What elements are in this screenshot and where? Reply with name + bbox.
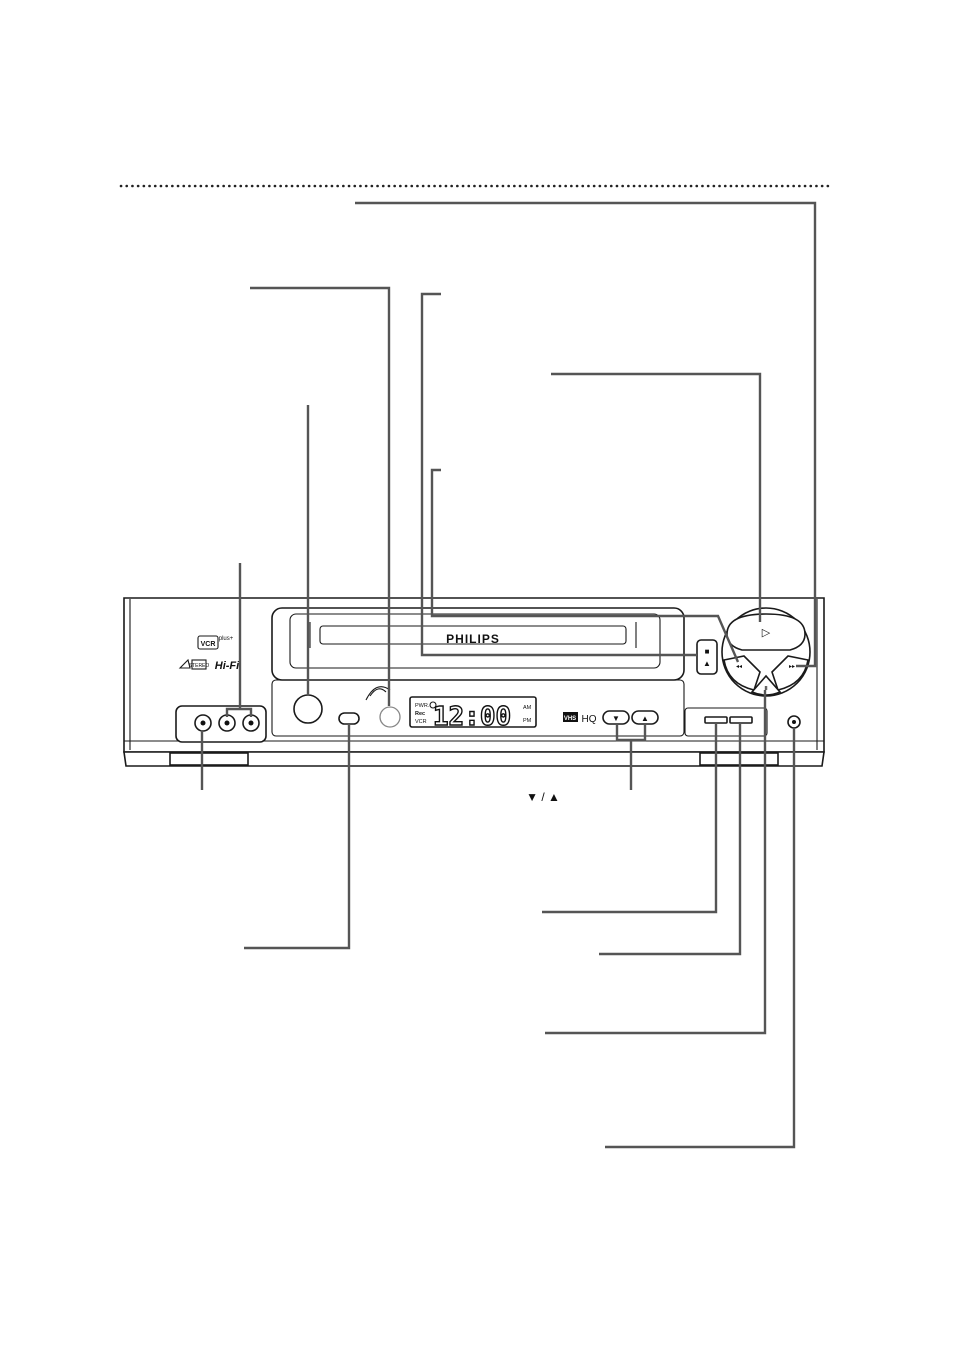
stop-symbol: ■ — [705, 647, 710, 656]
channel-arrows-label: ▼ / ▲ — [526, 790, 560, 804]
rewind-button[interactable] — [723, 655, 761, 691]
control-panel — [271, 679, 685, 737]
cassette-door[interactable] — [289, 613, 661, 669]
channel-down-symbol: ▼ — [612, 714, 620, 723]
callout-remote-sensor — [250, 286, 391, 706]
callout-small-jack — [605, 728, 796, 1149]
callout-rewind — [430, 468, 740, 663]
play-button[interactable] — [726, 613, 806, 651]
callout-fast-forward — [355, 201, 817, 668]
callout-record — [244, 724, 351, 950]
rewind-symbol: ◂◂ — [736, 664, 742, 670]
auto-logo — [365, 686, 391, 701]
audio-right-input-jack-center — [248, 720, 254, 726]
right-lower-panel — [684, 707, 768, 737]
svg-text:VHS: VHS — [564, 716, 576, 722]
video-input-jack-center — [200, 720, 206, 726]
callout-av-jacks-bracket — [225, 707, 253, 717]
pause-button[interactable] — [750, 674, 782, 696]
brand-logo: PHILIPS — [446, 632, 500, 646]
transport-cluster: ▷ ◂◂ ▸▸ II — [721, 607, 811, 697]
hifi-stereo-logo: STEREO Hi-Fi — [178, 658, 240, 672]
display-pwr-indicator — [429, 701, 437, 709]
svg-text:Hi-Fi: Hi-Fi — [215, 660, 240, 672]
callout-play — [551, 372, 762, 622]
record-button[interactable] — [338, 712, 360, 725]
vcr-base — [123, 751, 825, 767]
callout-stop-eject — [420, 292, 697, 657]
display-pm: PM — [523, 718, 532, 724]
power-button[interactable] — [293, 694, 323, 724]
slim-button-left[interactable] — [704, 716, 728, 724]
callout-slim-left — [542, 723, 718, 914]
callout-pause — [545, 690, 767, 1035]
svg-text:STEREO: STEREO — [189, 663, 210, 669]
stop-eject-button[interactable] — [696, 639, 718, 675]
display-am: AM — [523, 705, 532, 711]
display-vcr: VCR — [415, 719, 427, 725]
vcr-foot-left — [169, 752, 249, 766]
callout-lines — [200, 201, 817, 1149]
svg-text:plus+: plus+ — [219, 636, 234, 642]
svg-text:HQ: HQ — [582, 714, 597, 725]
small-jack-center — [792, 720, 796, 724]
vcr-plus-logo: VCR plus+ — [197, 635, 234, 650]
remote-sensor — [379, 706, 401, 728]
display-pwr: PWR. — [415, 703, 430, 709]
pause-symbol: II — [764, 686, 768, 692]
play-symbol: ▷ — [762, 627, 771, 639]
cassette-slot — [319, 625, 627, 645]
fast-forward-symbol: ▸▸ — [789, 664, 795, 670]
display-window — [409, 696, 537, 728]
vhs-hq-logo: VHS HQ — [563, 712, 597, 725]
audio-left-input-jack-center — [224, 720, 230, 726]
slim-button-right[interactable] — [729, 716, 753, 724]
eject-symbol: ▲ — [703, 659, 711, 668]
vcr-unit: PHILIPS VCR plus+ STEREO Hi-Fi — [123, 597, 825, 767]
callout-slim-right — [599, 723, 742, 956]
channel-up-symbol: ▲ — [641, 714, 649, 723]
display-rec: Rec — [415, 711, 425, 717]
svg-text:VCR: VCR — [201, 641, 216, 648]
display-clock: 12:00 — [433, 702, 511, 732]
